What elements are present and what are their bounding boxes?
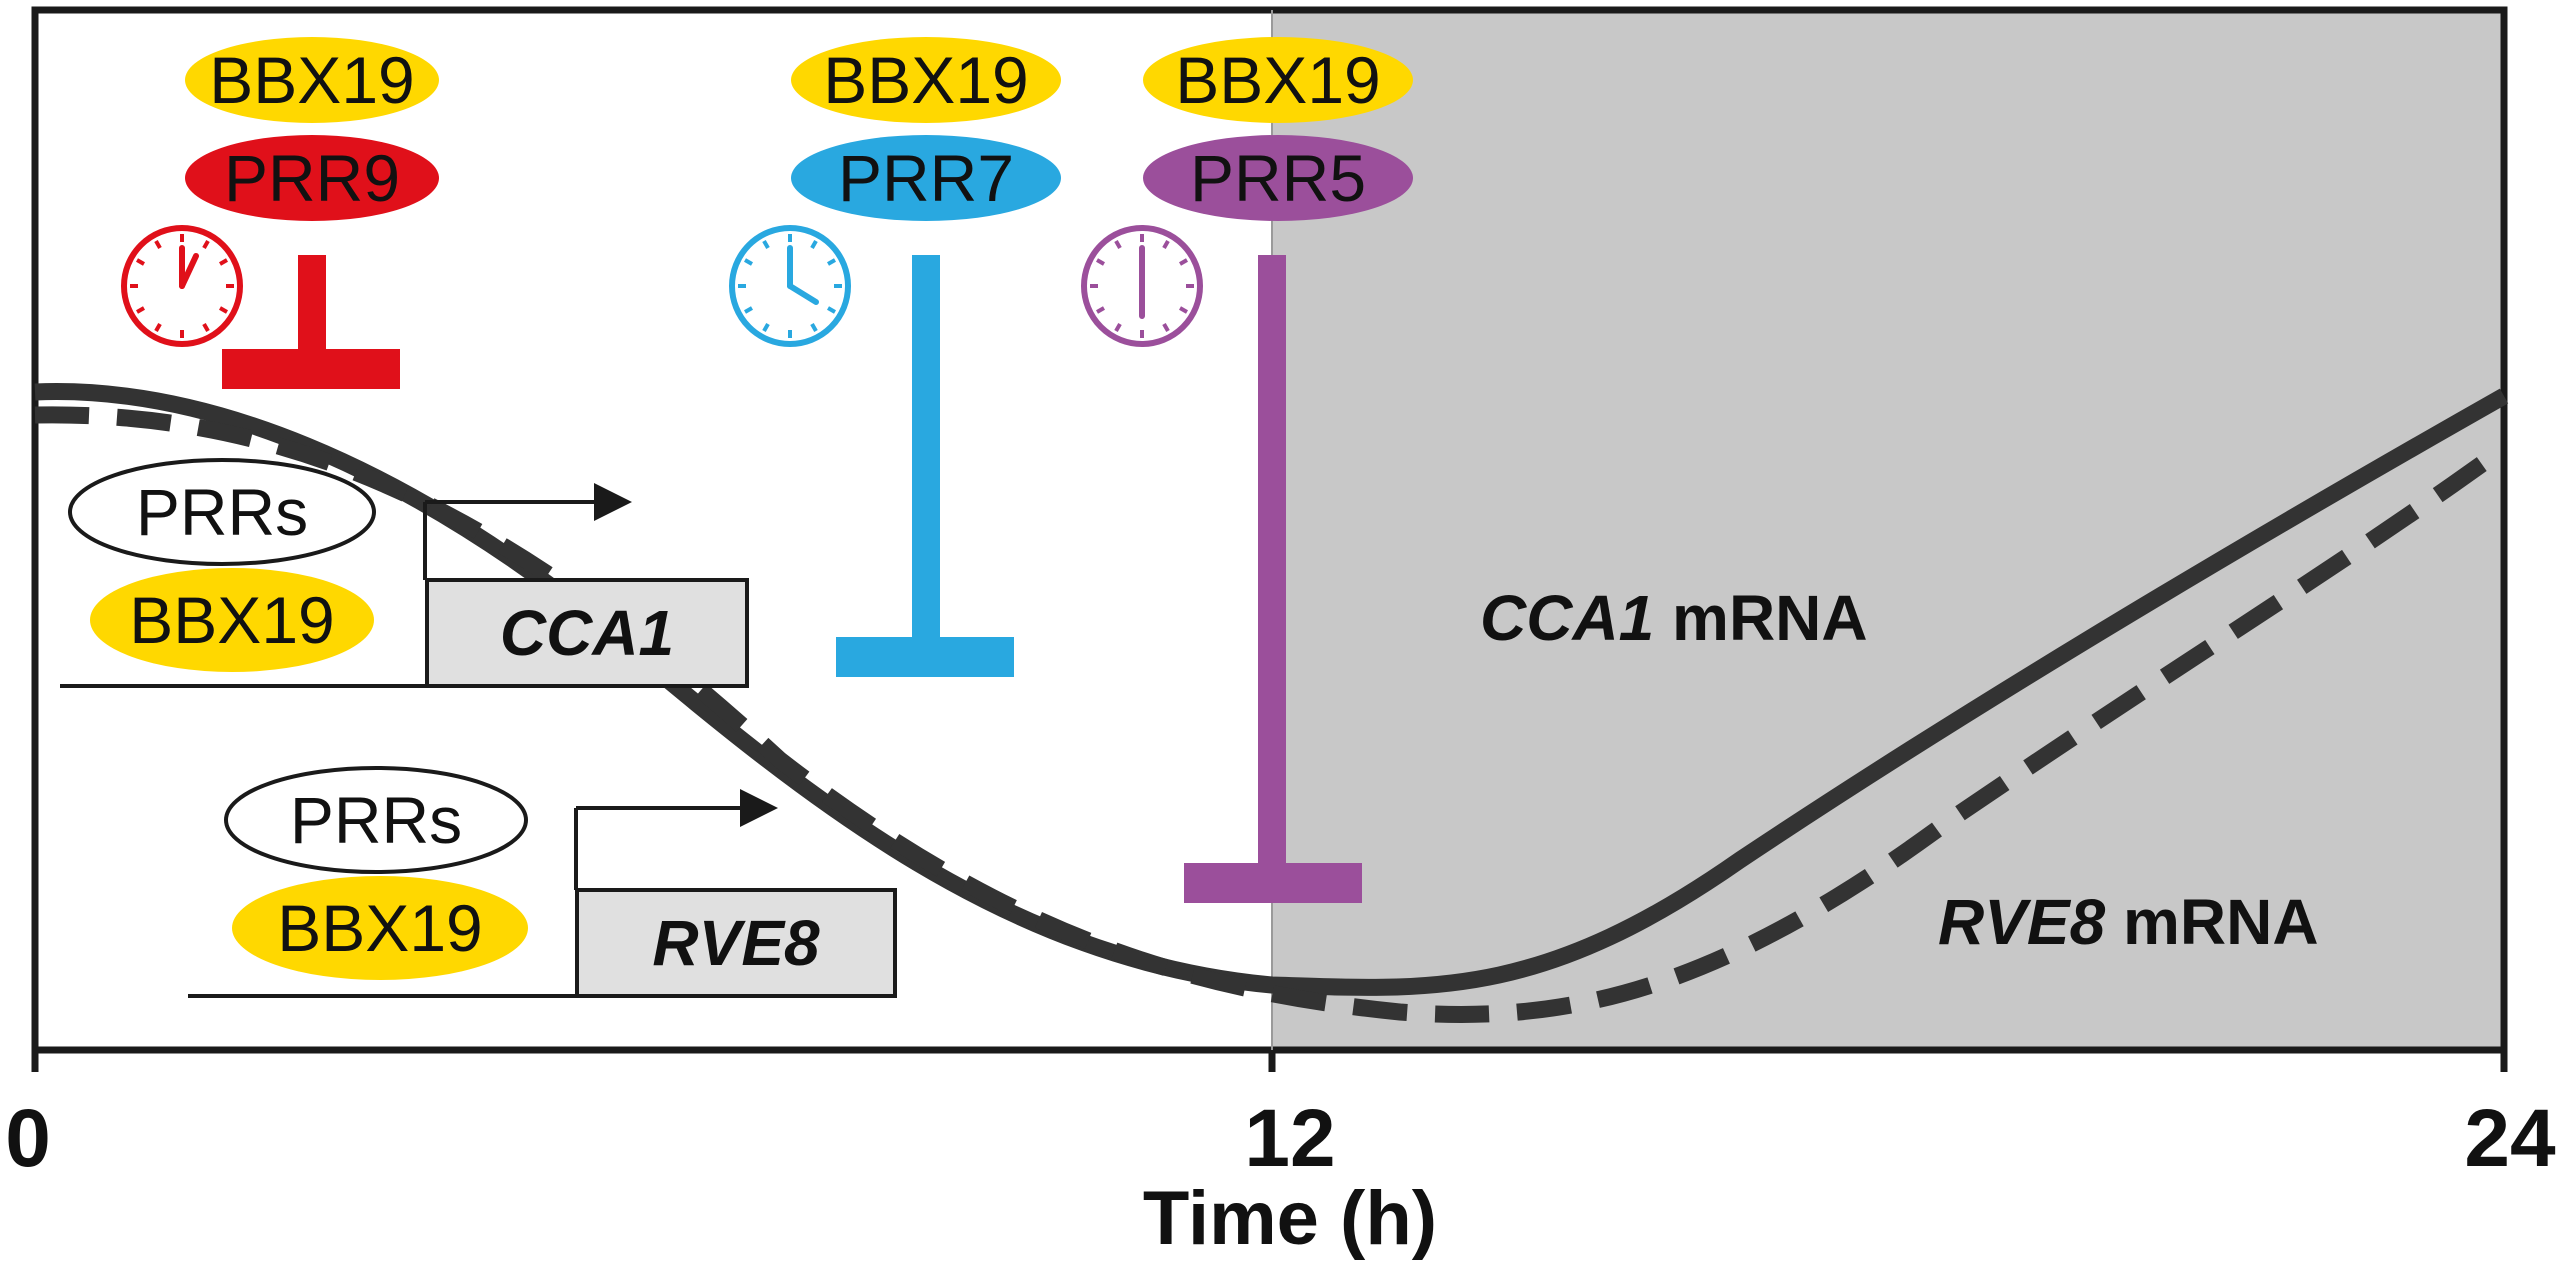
prrs-label-1: PRRs [136,475,308,549]
bbx19-label-4: BBX19 [129,583,334,657]
prr5-inhibition-bar [1184,863,1362,903]
rve8-mrna-label: RVE8 mRNA [1938,886,2319,958]
regulator-prr9-group: BBX19 PRR9 [121,37,439,389]
bbx19-oval-5 [232,876,528,980]
bbx19-label-1: BBX19 [209,43,414,117]
prrs-oval-1 [68,458,376,566]
bbx19-label-2: BBX19 [823,43,1028,117]
night-shading [1272,10,2504,1050]
prrs-label-2: PRRs [290,783,462,857]
bbx19-label-3: BBX19 [1175,43,1380,117]
tick-label-12: 12 [1244,1093,1335,1184]
bbx19-oval-4 [90,568,374,672]
bbx19-oval-1 [185,37,439,123]
rve8-promoter-group: PRRs BBX19 RVE8 [188,766,897,998]
clock-icon [729,225,851,347]
clock-icon [121,225,243,347]
rve8-tss-arrowhead [740,789,778,827]
cca1-mrna-gene: CCA1 [1480,582,1654,654]
bbx19-label-5: BBX19 [277,891,482,965]
regulator-prr7-group: BBX19 PRR7 [729,37,1061,677]
prr5-inhibition-stem [1258,255,1286,883]
prr7-inhibition-stem [912,255,940,655]
rve8-gene-label: RVE8 [652,907,820,979]
prr7-label: PRR7 [838,141,1014,215]
rve8-gene-box [575,888,897,998]
prr9-label: PRR9 [224,141,400,215]
prrs-oval-2 [224,766,528,874]
tick-label-0: 0 [5,1093,51,1184]
cca1-promoter-group: PRRs BBX19 CCA1 [60,458,749,688]
cca1-gene-label: CCA1 [500,597,674,669]
prr5-label: PRR5 [1190,141,1366,215]
cca1-mrna-suffix: mRNA [1654,582,1867,654]
bbx19-oval-2 [791,37,1061,123]
prr9-inhibition-stem [298,255,326,367]
prr5-oval [1143,135,1413,221]
prr9-inhibition-bar [222,349,400,389]
x-axis-title: Time (h) [1143,1176,1437,1261]
clock-icon [1081,225,1203,347]
prr9-oval [185,135,439,221]
prr7-oval [791,135,1061,221]
tick-label-24: 24 [2464,1093,2556,1184]
regulator-prr5-group: BBX19 PRR5 [1081,37,1413,903]
bbx19-oval-3 [1143,37,1413,123]
cca1-mrna-curve [34,383,2509,996]
cca1-tss-arrowhead [594,483,632,521]
prr7-inhibition-bar [836,637,1014,677]
rve8-mrna-gene: RVE8 [1938,886,2106,958]
cca1-mrna-label: CCA1 mRNA [1480,582,1868,654]
rve8-mrna-suffix: mRNA [2105,886,2318,958]
cca1-gene-box [425,578,749,688]
